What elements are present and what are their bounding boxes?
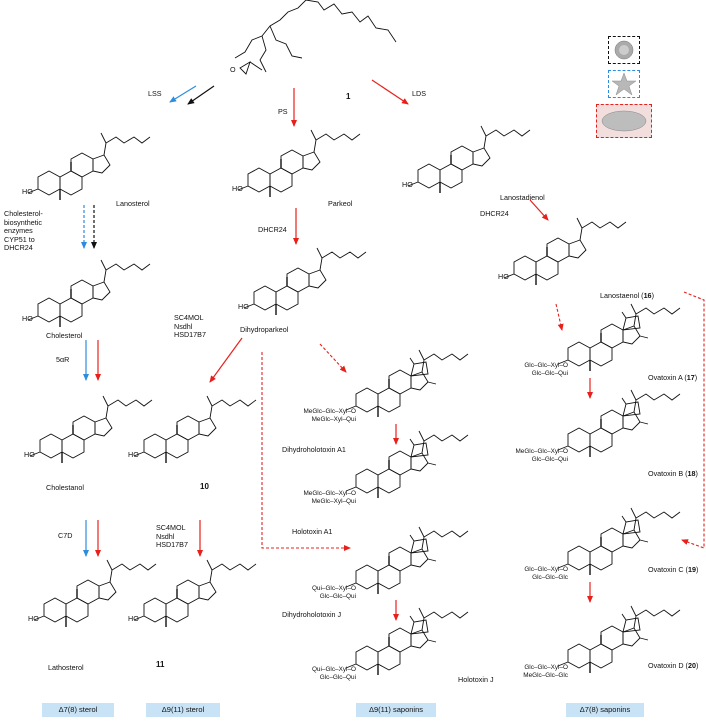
label-ovatoxin-d: Ovatoxin D (20) bbox=[648, 661, 699, 670]
atom-o-epoxide: O bbox=[230, 65, 236, 74]
arrow-lds bbox=[371, 79, 409, 105]
label-compound-11: 11 bbox=[156, 660, 165, 669]
structure-11 bbox=[133, 559, 257, 628]
label-compound-1: 1 bbox=[346, 92, 351, 101]
label-enzyme-chol: Cholesterol- biosynthetic enzymes CYP51 … bbox=[4, 209, 43, 253]
label-lathosterol: Lathosterol bbox=[48, 663, 84, 672]
structure-1 bbox=[234, 0, 397, 75]
label-enzyme-c7d: C7D bbox=[58, 531, 73, 540]
arrow-16-17 bbox=[555, 303, 564, 331]
atom-ho-10: HO bbox=[128, 450, 139, 459]
atom-ho-cholesterol: HO bbox=[22, 314, 33, 323]
structure-lanostaenol bbox=[503, 217, 627, 286]
label-ovatoxin-a: Ovatoxin A (17) bbox=[648, 373, 698, 382]
arrow-dhcr24-b bbox=[529, 199, 549, 221]
footer-d78-saponins: Δ7(8) saponins bbox=[566, 703, 644, 717]
label-enzyme-dhcr24-b: DHCR24 bbox=[480, 209, 509, 218]
structure-lanostadienol bbox=[407, 125, 531, 194]
footer-d78-sterol: Δ7(8) sterol bbox=[42, 703, 114, 717]
label-enzyme-lds: LDS bbox=[412, 89, 426, 98]
organism-thumbnail-3 bbox=[596, 104, 652, 138]
atom-ho-cholestanol: HO bbox=[24, 450, 35, 459]
structure-dihydroholotoxin-a1 bbox=[346, 350, 468, 417]
label-cholesterol: Cholesterol bbox=[46, 331, 83, 340]
structure-lanosterol bbox=[27, 132, 151, 201]
atom-ho-11: HO bbox=[128, 614, 139, 623]
atom-ho-lanosterol: HO bbox=[22, 187, 33, 196]
label-ovatoxin-b: Ovatoxin B (18) bbox=[648, 469, 698, 478]
arrow-16-19 bbox=[681, 291, 705, 549]
arrow-dihydroparkeol-10 bbox=[209, 337, 243, 383]
structure-ovatoxin-b bbox=[558, 390, 680, 457]
organism-thumbnail-2 bbox=[608, 70, 640, 98]
label-enzyme-sc4mol-a: SC4MOL Nsdhl HSD17B7 bbox=[174, 313, 206, 340]
arrow-to-dha1 bbox=[319, 343, 347, 373]
structure-ovatoxin-a bbox=[558, 304, 680, 371]
label-lanosterol: Lanosterol bbox=[116, 199, 150, 208]
atom-ho-parkeol: HO bbox=[232, 184, 243, 193]
label-dihydroholotoxin-a1: Dihydroholotoxin A1 bbox=[282, 445, 346, 454]
label-enzyme-ps: PS bbox=[278, 107, 288, 116]
label-dihydroparkeol: Dihydroparkeol bbox=[240, 325, 289, 334]
atom-ho-dihydroparkeol: HO bbox=[238, 302, 249, 311]
label-enzyme-sc4mol-b: SC4MOL Nsdhl HSD17B7 bbox=[156, 523, 188, 550]
label-ovatoxin-c: Ovatoxin C (19) bbox=[648, 565, 699, 574]
arrow-lss-blue bbox=[169, 85, 197, 103]
structure-10 bbox=[133, 395, 257, 464]
label-lanostaenol: Lanostaenol (16) bbox=[600, 291, 654, 300]
arrow-to-dhj bbox=[261, 352, 351, 551]
structure-dihydroparkeol bbox=[243, 247, 367, 316]
footer-d911-sterol: Δ9(11) sterol bbox=[146, 703, 220, 717]
atom-ho-lanostadienol: HO bbox=[402, 180, 413, 189]
label-compound-10: 10 bbox=[200, 482, 209, 491]
label-enzyme-dhcr24-a: DHCR24 bbox=[258, 225, 287, 234]
label-holotoxin-a1: Holotoxin A1 bbox=[292, 527, 333, 536]
label-enzyme-5ar: 5αR bbox=[56, 355, 70, 364]
label-dihydroholotoxin-j: Dihydroholotoxin J bbox=[282, 610, 342, 619]
footer-d911-saponins: Δ9(11) saponins bbox=[356, 703, 436, 717]
atom-ho-lathosterol: HO bbox=[28, 614, 39, 623]
structure-holotoxin-j bbox=[346, 608, 468, 675]
structure-holotoxin-a1 bbox=[346, 431, 468, 498]
label-holotoxin-j: Holotoxin J bbox=[458, 675, 494, 684]
label-lanostadienol: Lanostadienol bbox=[500, 193, 545, 202]
structure-cholesterol bbox=[27, 259, 151, 328]
label-cholestanol: Cholestanol bbox=[46, 483, 84, 492]
structure-dihydroholotoxin-j bbox=[346, 527, 468, 594]
arrow-lss-black bbox=[187, 85, 215, 105]
atom-ho-lanostaenol: HO bbox=[498, 272, 509, 281]
organism-thumbnail-1 bbox=[608, 36, 640, 64]
structure-parkeol bbox=[237, 129, 361, 198]
label-parkeol: Parkeol bbox=[328, 199, 353, 208]
label-enzyme-lss: LSS bbox=[148, 89, 162, 98]
